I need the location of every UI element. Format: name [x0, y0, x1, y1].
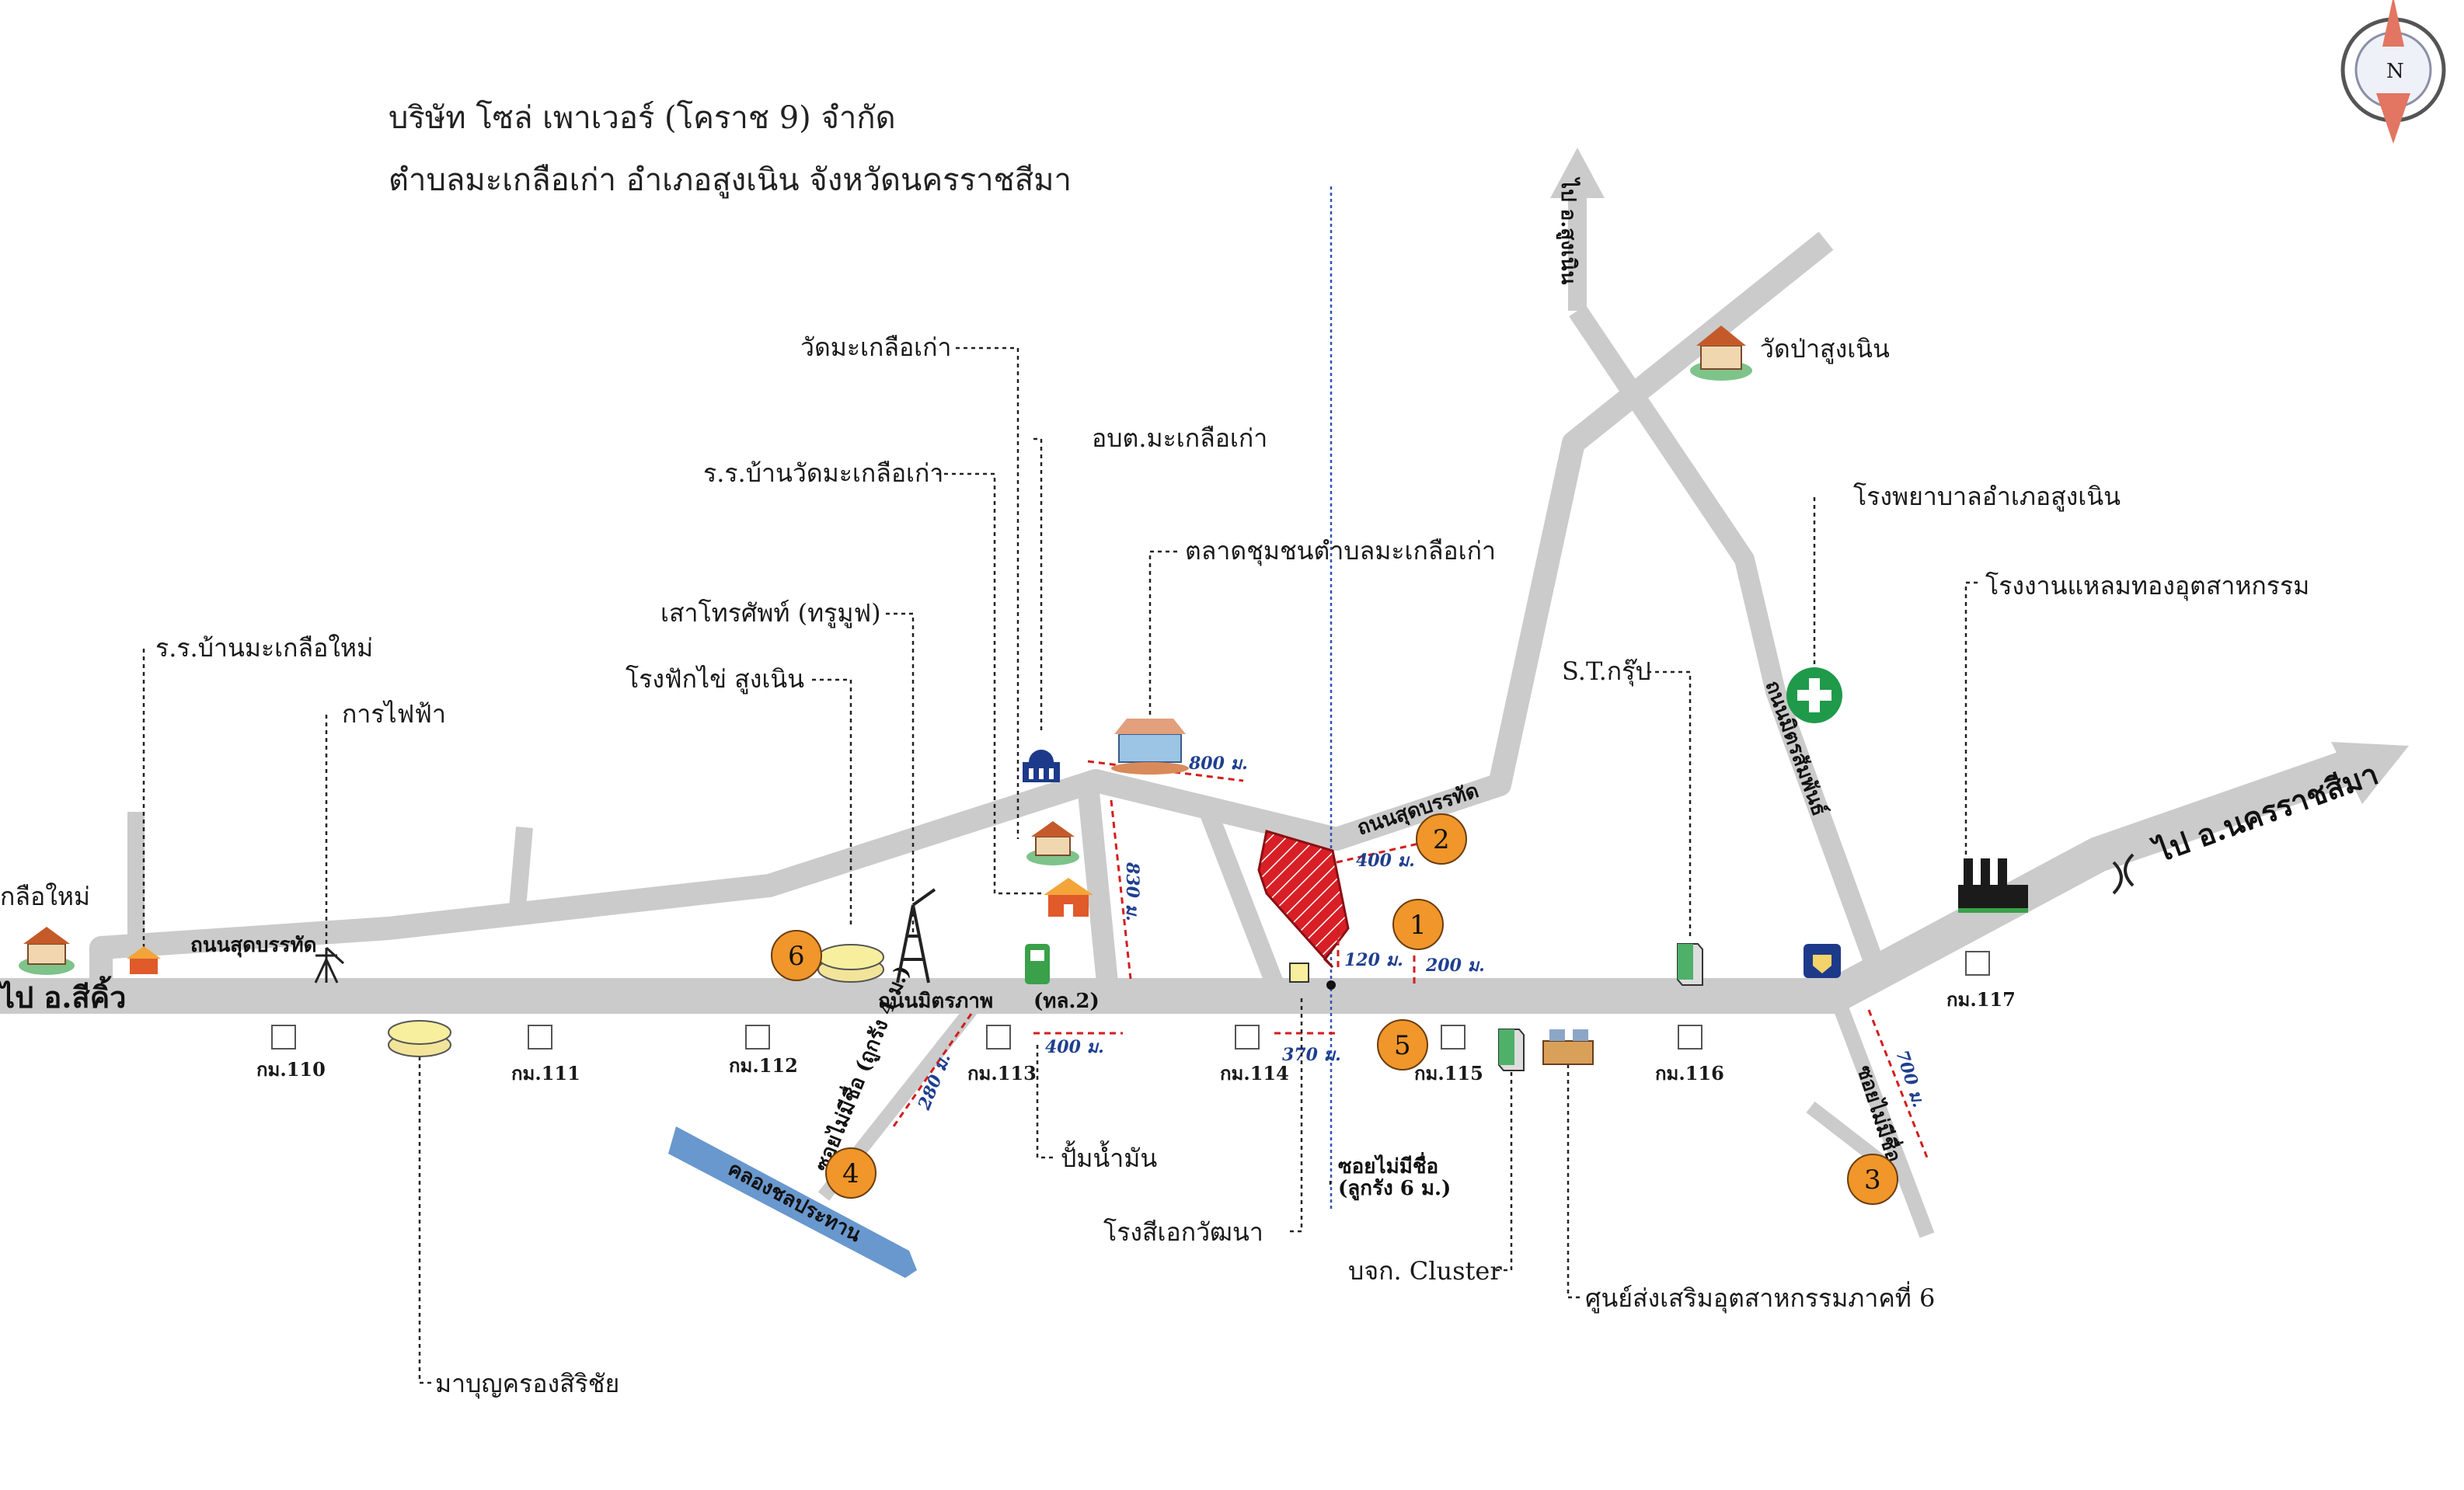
arrow-east [2331, 742, 2409, 804]
direction-makluea-mai: กลือใหม่ [0, 882, 90, 911]
distance-700: 700 ม. [1891, 1048, 1929, 1110]
label-market: ตลาดชุมชนตำบลมะเกลือเก่า [1185, 536, 1496, 566]
distance-120: 120 ม. [1344, 950, 1403, 970]
temple-icon-wat-makluea-kao [1026, 821, 1079, 865]
label-wat-pa: วัดป่าสูงเนิน [1760, 334, 1890, 364]
label-maboon: มาบุญครองสิริชัย [435, 1369, 619, 1399]
km-marker-111: กม.111 [511, 1062, 580, 1084]
distance-200: 200 ม. [1425, 956, 1485, 976]
title-location: ตำบลมะเกลือเก่า อำเภอสูงเนิน จังหวัดนครร… [389, 162, 1072, 198]
marker-5-label: 5 [1394, 1030, 1411, 1061]
label-telecom: เสาโทรศัพท์ (ทรูมูฟ) [660, 598, 881, 628]
road-spur-north [508, 827, 533, 917]
compass-north-label: N [2386, 60, 2404, 83]
government-building-icon [1023, 750, 1060, 782]
road-label-route-2: (ทล.2) [1033, 990, 1100, 1013]
direction-to-sung-noen: ไป อ.สูงเนิน [1556, 176, 1581, 285]
label-gas-station: ปั้มน้ำมัน [1061, 1140, 1157, 1173]
label-cluster: บจก. Cluster [1348, 1256, 1502, 1286]
roads [0, 194, 2361, 1238]
project-site [1257, 830, 1350, 969]
marker-6-label: 6 [788, 941, 805, 972]
canal [668, 1126, 917, 1278]
marker-4-label: 4 [842, 1158, 859, 1189]
title-company: บริษัท โซล่ เพาเวอร์ (โคราช 9) จำกัด [389, 100, 896, 136]
marker-1-label: 1 [1410, 910, 1427, 941]
km-marker-115: กม.115 [1414, 1062, 1483, 1084]
emblem-icon [1804, 944, 1841, 978]
paint-factory-icon [1289, 963, 1309, 983]
direction-to-sikhio: ไป อ.สีคิ้ว [0, 976, 126, 1015]
site-point [1326, 980, 1336, 990]
road-connector-site-west [1199, 808, 1284, 987]
distance-370: 370 ม. [1282, 1045, 1341, 1065]
school-icon-wat [1044, 878, 1093, 917]
km-marker-114: กม.114 [1220, 1062, 1289, 1084]
label-obt: อบต.มะเกลือเก่า [1092, 423, 1267, 453]
school-icon-makluea-mai [127, 946, 161, 974]
distance-400-north: 400 ม. [1356, 851, 1415, 871]
temple-icon-wat-pa [1690, 326, 1752, 381]
label-school-mai: ร.ร.บ้านมะเกลือใหม่ [155, 633, 373, 663]
km-marker-113: กม.113 [967, 1062, 1037, 1084]
compass-icon: N [2340, 0, 2446, 144]
km-marker-110: กม.110 [256, 1058, 326, 1081]
leader-lines [142, 346, 1978, 1384]
market-icon [1111, 719, 1189, 775]
st-group-building-icon [1677, 943, 1703, 986]
marker-4 [825, 1147, 877, 1199]
hatchery-tank-icon [817, 944, 884, 983]
road-mittraphap [0, 748, 2361, 1014]
km-marker-icons [271, 951, 1990, 1050]
marker-2-label: 2 [1433, 824, 1450, 855]
marker-6 [771, 930, 822, 981]
km-marker-112: กม.112 [729, 1054, 798, 1077]
label-electricity: การไฟฟ้า [342, 699, 446, 729]
road-label-soi-6m-line1: ซอยไม่มีชื่อ [1338, 1151, 1438, 1178]
label-industry-center: ศูนย์ส่งเสริมอุตสาหกรรมภาคที่ 6 [1585, 1281, 1935, 1314]
distance-400-south: 400 ม. [1045, 1037, 1104, 1057]
km-marker-117: กม.117 [1946, 988, 2016, 1011]
hospital-icon [1786, 667, 1842, 723]
road-suchatbanthat [89, 232, 1834, 996]
road-label-soi-6m-line2: (ลูกรัง 6 ม.) [1338, 1177, 1451, 1201]
road-connector-830 [1077, 783, 1118, 984]
marker-2 [1416, 813, 1467, 865]
label-hatchery: โรงฟักไข่ สูงเนิน [626, 664, 804, 695]
distance-830: 830 ม. [1122, 862, 1142, 921]
marker-5 [1377, 1019, 1428, 1071]
label-school-wat: ร.ร.บ้านวัดมะเกลือเก่า [703, 458, 943, 488]
telecom-tower-icon [896, 888, 936, 983]
gas-station-icon [1025, 944, 1050, 984]
label-paint-factory: โรงสีเอกวัฒนา [1103, 1217, 1263, 1247]
label-wat-makluea-kao: วัดมะเกลือเก่า [800, 332, 951, 362]
interchange-symbol [2112, 853, 2135, 895]
marker-1 [1392, 899, 1444, 950]
industry-center-icon [1542, 1029, 1594, 1065]
marker-3 [1847, 1154, 1898, 1205]
label-factory: โรงงานแหลมทองอุตสาหกรรม [1985, 571, 2309, 601]
marker-3-label: 3 [1864, 1164, 1881, 1196]
road-soi-3 [1834, 1007, 1935, 1238]
label-st-group: S.T.กรุ๊ป [1562, 656, 1651, 687]
road-label-mittraphap: ถนนมิตรภาพ [878, 990, 993, 1013]
road-mitsamphan [1569, 305, 1891, 984]
power-pole-icon [314, 946, 345, 983]
arrow-north [1550, 148, 1605, 198]
km-marker-116: กม.116 [1655, 1062, 1724, 1084]
temple-icon-makluea-mai [19, 927, 75, 975]
road-label-suchatbanthat-west: ถนนสุดบรรทัด [190, 934, 317, 958]
maboon-tank-icon [388, 1020, 451, 1057]
label-hospital: โรงพยาบาลอำเภอสูงเนิน [1853, 482, 2121, 512]
distance-800: 800 ม. [1188, 754, 1248, 774]
factory-icon [1958, 858, 2028, 913]
numbered-markers: 1 2 3 4 5 6 [771, 813, 1898, 1205]
cluster-building-icon [1498, 1029, 1525, 1071]
